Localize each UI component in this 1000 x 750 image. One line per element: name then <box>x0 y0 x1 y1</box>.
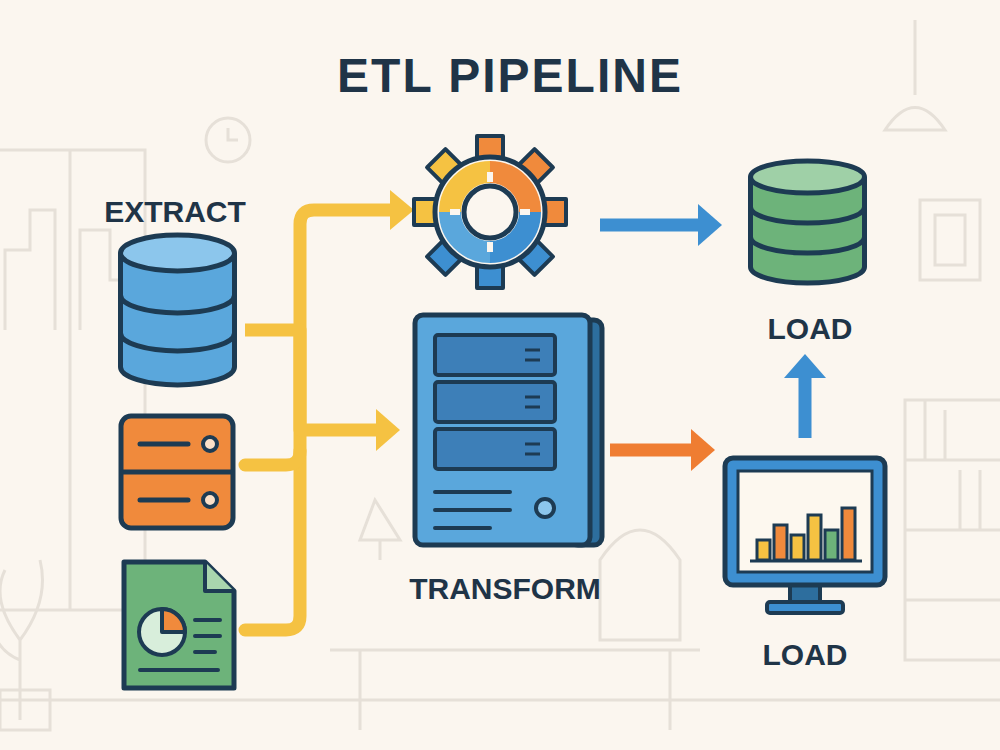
wall-frame-inner <box>935 215 965 265</box>
flow-arrow <box>784 354 826 438</box>
flow-line <box>799 376 812 438</box>
chart-bar <box>842 508 855 560</box>
server-icon <box>395 310 615 610</box>
desk <box>330 650 700 730</box>
chart-bar <box>757 540 770 560</box>
server-slot <box>435 335 555 375</box>
shelf-lines <box>905 400 1000 600</box>
database-top <box>121 235 235 271</box>
chart-bar <box>825 530 838 560</box>
icon-part <box>140 498 188 503</box>
icon-part <box>245 451 300 465</box>
server-slot <box>435 382 555 422</box>
icon-part <box>464 186 516 238</box>
source-document-icon <box>124 562 234 688</box>
icon-part <box>162 609 185 632</box>
ceiling-lamp <box>885 20 945 130</box>
room-lines <box>0 20 1000 730</box>
wall-frame <box>920 200 980 280</box>
monitor-base <box>767 602 843 613</box>
transform-gear <box>414 136 566 288</box>
icon-part <box>205 562 234 591</box>
server-front <box>415 315 590 545</box>
monitor-frame <box>725 458 885 585</box>
flow-arrow <box>610 429 715 471</box>
flow-line <box>610 444 693 457</box>
icon-part <box>121 470 233 475</box>
icon-part <box>124 562 234 688</box>
load-arrow <box>600 204 722 246</box>
chart-bar <box>791 535 804 560</box>
bookshelf <box>905 400 1000 660</box>
load-dashboard: LOAD <box>712 440 898 675</box>
chair <box>600 530 680 640</box>
icon-part <box>450 172 530 252</box>
floor-line <box>0 699 1000 702</box>
clock-hands <box>228 128 238 140</box>
plant <box>0 560 43 720</box>
flow-line <box>245 330 378 430</box>
wall-clock <box>206 118 250 162</box>
database-bands <box>751 207 865 253</box>
icon-part <box>414 136 566 288</box>
arrow-head <box>376 409 400 451</box>
source-server-icon <box>121 416 233 528</box>
node-label: EXTRACT <box>70 195 280 229</box>
window-bar <box>69 150 72 610</box>
diagram-title: ETL PIPELINE <box>0 48 1000 103</box>
chart-bar <box>808 515 821 560</box>
node-label: TRANSFORM <box>365 572 645 606</box>
icon-part <box>450 172 530 252</box>
icon-part <box>203 437 217 451</box>
icon-part <box>140 620 220 670</box>
load-database: LOAD <box>740 155 880 350</box>
node-label: LOAD <box>682 638 928 672</box>
icon-part <box>600 219 700 232</box>
monitor-screen <box>738 471 872 572</box>
plant-pot <box>0 690 50 730</box>
merge-arrows <box>245 210 392 630</box>
flow-arrow <box>245 330 400 451</box>
icon-part <box>245 210 392 630</box>
extract-source: EXTRACT <box>100 195 250 390</box>
icon-part <box>140 442 188 447</box>
server-lines <box>435 492 510 528</box>
icon-part <box>121 416 233 528</box>
chart-bar <box>774 525 787 560</box>
node-label: LOAD <box>710 312 910 346</box>
icon-part <box>139 609 185 655</box>
icon-part <box>698 204 722 246</box>
icon-part <box>203 493 217 507</box>
transform-server: TRANSFORM <box>395 310 615 610</box>
arrow-head <box>390 190 414 230</box>
database-top <box>751 161 865 193</box>
server-dashes <box>525 350 540 454</box>
arrow-head <box>784 354 826 378</box>
server-slot <box>435 429 555 469</box>
icon-part <box>435 157 545 267</box>
arrow-head <box>691 429 715 471</box>
server-button <box>536 499 554 517</box>
chart-axis <box>750 560 862 563</box>
database-bands <box>121 295 235 351</box>
desk-lamp <box>360 500 400 560</box>
